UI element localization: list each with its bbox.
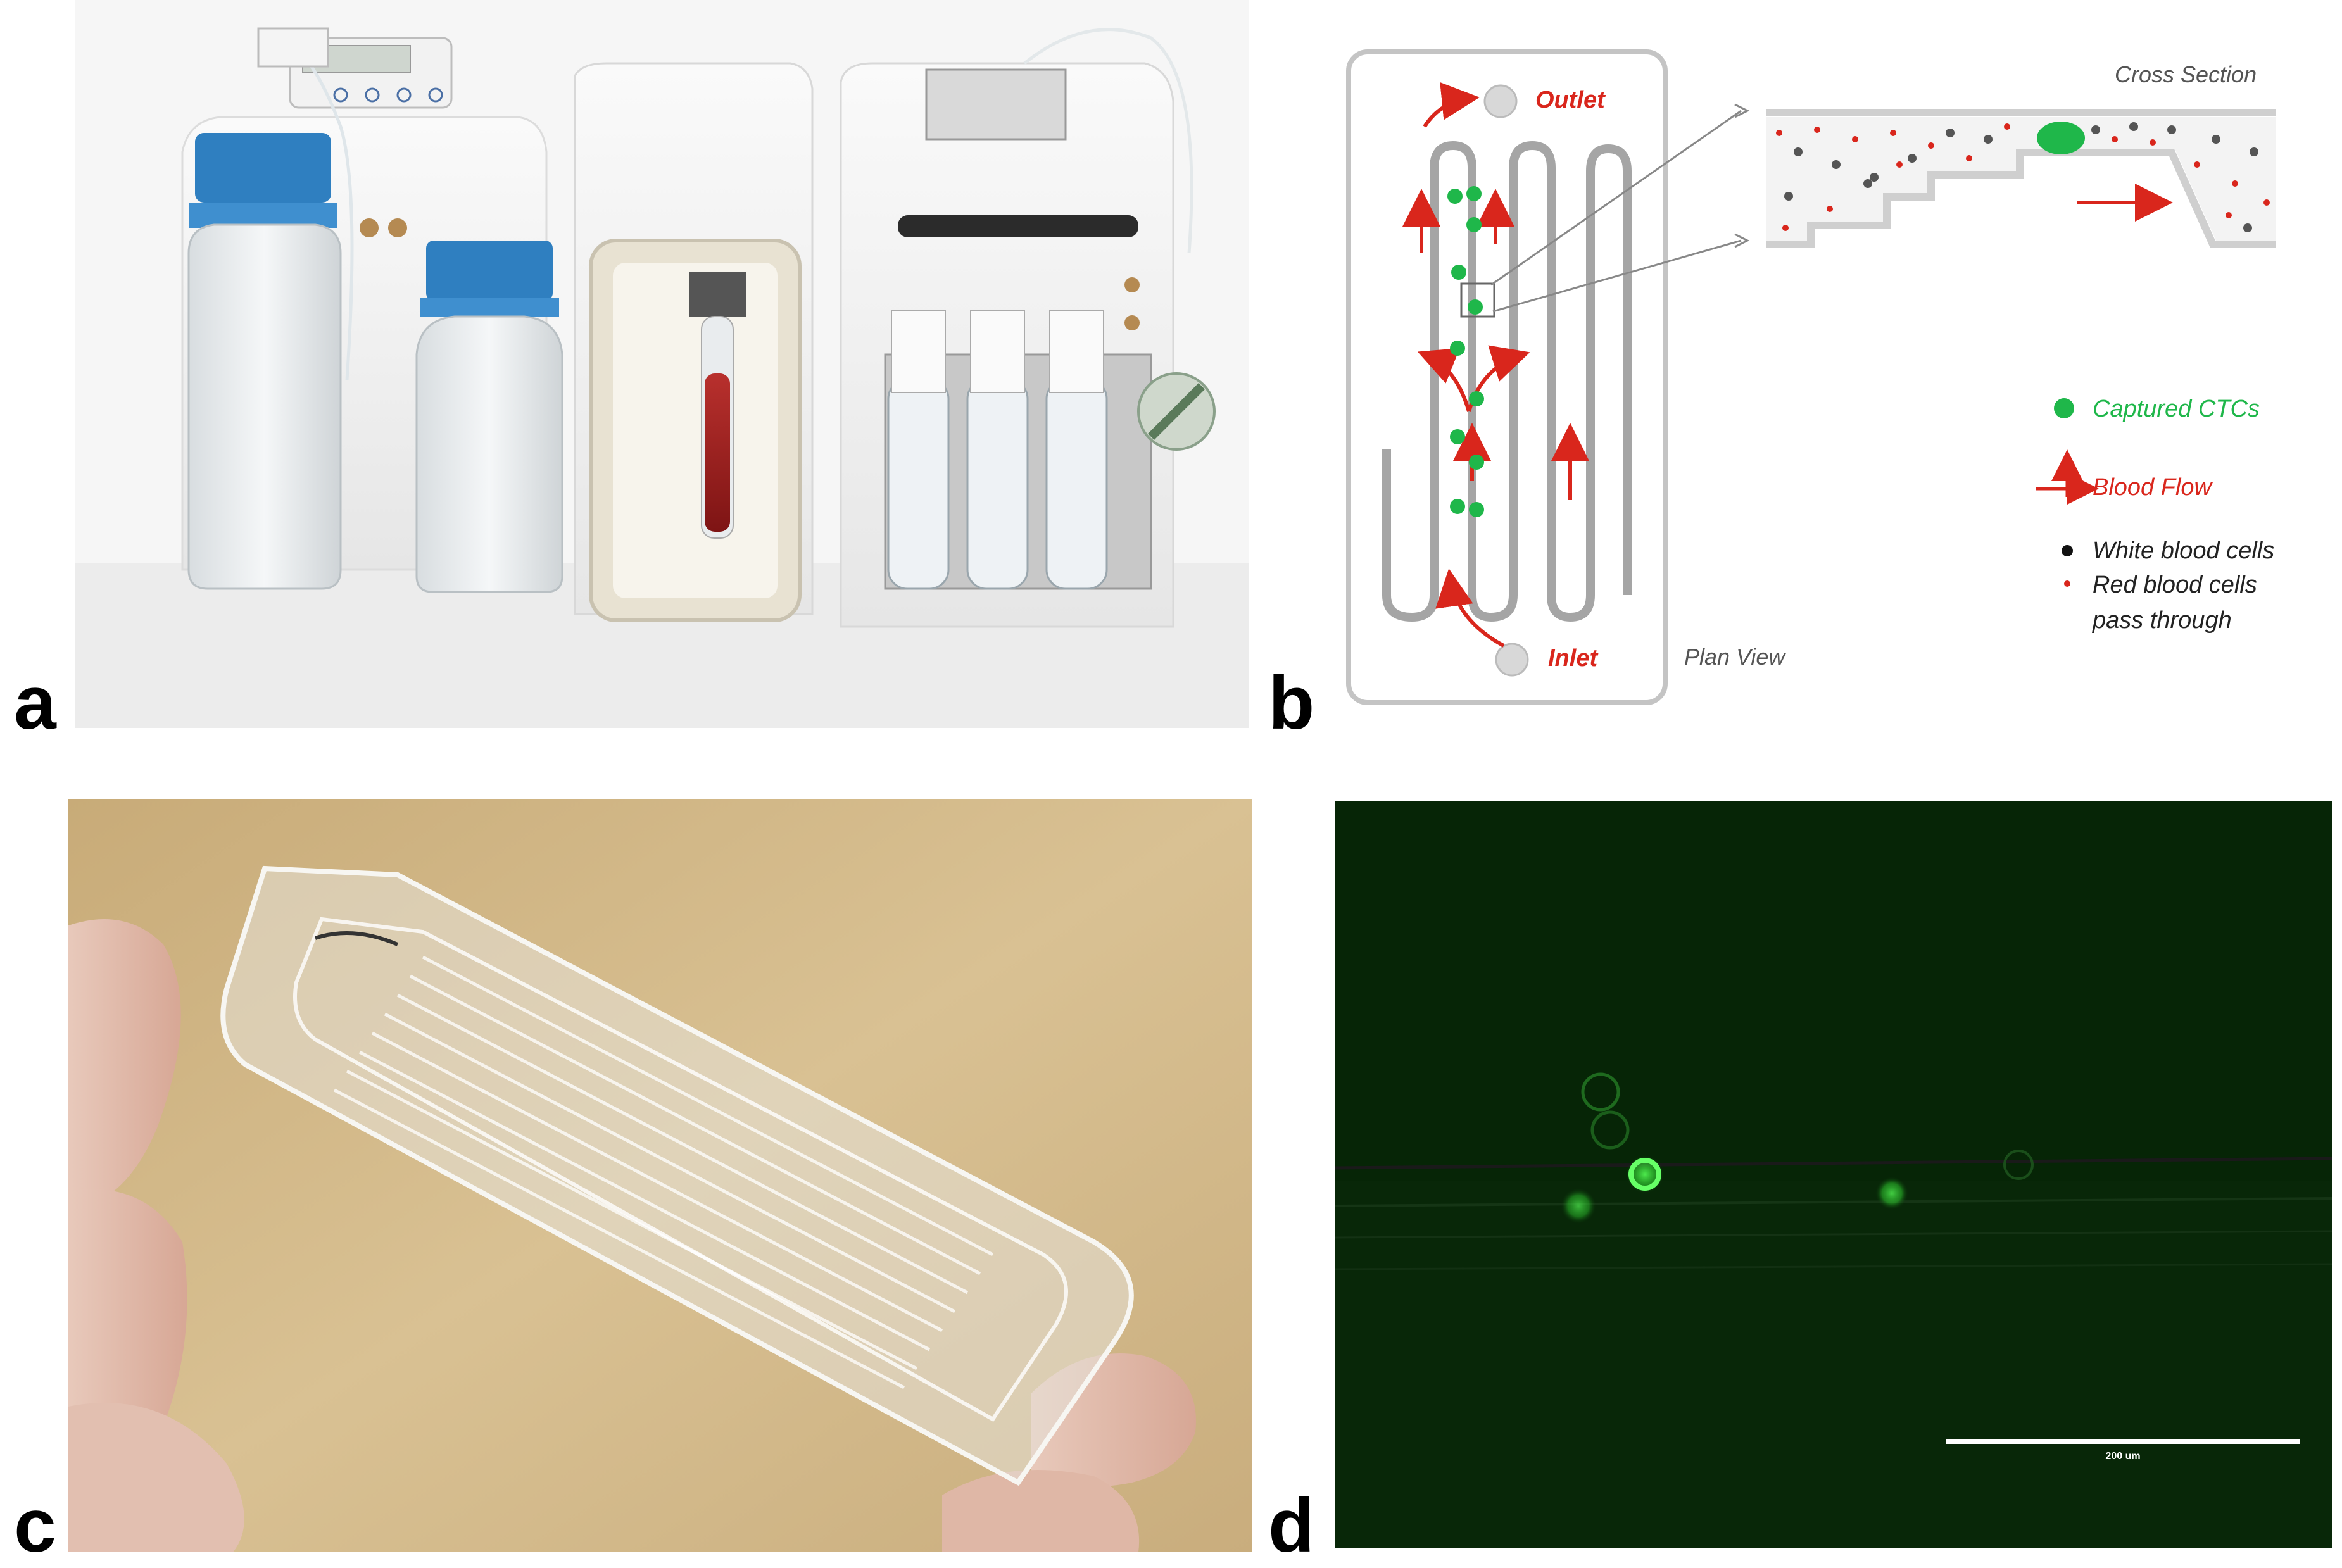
white-blood-cell bbox=[2212, 135, 2220, 144]
inlet-port bbox=[1495, 643, 1529, 677]
scale-bar bbox=[1946, 1439, 2300, 1444]
red-blood-cell bbox=[2112, 136, 2118, 142]
panel-label-d: d bbox=[1268, 1483, 1315, 1568]
ctc-cell bbox=[2037, 122, 2085, 154]
red-blood-cell bbox=[2226, 212, 2232, 218]
cross-section-channel bbox=[1766, 117, 2276, 241]
red-blood-cell bbox=[1852, 136, 1858, 142]
red-blood-cell bbox=[1896, 161, 1903, 168]
panel-label-b: b bbox=[1268, 660, 1315, 745]
legend-blood-flow: Blood Flow bbox=[2093, 474, 2213, 501]
chip-photo bbox=[68, 799, 1252, 1552]
white-blood-cell bbox=[2129, 122, 2138, 131]
legend-red-cells: Red blood cells bbox=[2093, 572, 2257, 598]
white-blood-cell bbox=[1984, 135, 1993, 144]
red-blood-cell bbox=[2263, 199, 2270, 206]
inlet-label: Inlet bbox=[1548, 645, 1598, 672]
plan-view-label: Plan View bbox=[1684, 644, 1786, 670]
instrument-photo bbox=[75, 0, 1249, 728]
red-blood-cell bbox=[1776, 130, 1782, 136]
outlet-label: Outlet bbox=[1535, 87, 1606, 113]
white-blood-cell bbox=[1870, 173, 1879, 182]
red-blood-cell bbox=[1890, 130, 1896, 136]
white-blood-cell bbox=[1946, 129, 1955, 137]
white-blood-cell bbox=[2091, 125, 2100, 134]
captured-ctc bbox=[1450, 341, 1465, 356]
red-blood-cell bbox=[1827, 206, 1833, 212]
zoom-box bbox=[1460, 282, 1495, 318]
white-blood-cell bbox=[1784, 192, 1793, 201]
white-blood-cell bbox=[1863, 179, 1872, 188]
outlet-port bbox=[1483, 84, 1518, 118]
red-blood-cell bbox=[2232, 180, 2238, 187]
captured-ctc bbox=[1447, 189, 1463, 204]
captured-ctc bbox=[1469, 455, 1484, 470]
captured-ctc bbox=[1450, 429, 1465, 444]
scale-bar-label: 200 um bbox=[2105, 1451, 2140, 1462]
white-blood-cell bbox=[2250, 147, 2258, 156]
device-schematic: Outlet Inlet Plan View Cross Section bbox=[1330, 38, 2342, 709]
captured-ctc bbox=[1468, 299, 1483, 315]
white-blood-cell bbox=[2167, 125, 2176, 134]
serpentine-channel bbox=[1382, 141, 1632, 622]
white-blood-cell bbox=[2243, 223, 2252, 232]
cross-section-cells bbox=[1776, 122, 2270, 232]
fluorescence-micrograph: 200 um bbox=[1335, 801, 2332, 1548]
captured-ctc bbox=[1469, 391, 1484, 406]
red-blood-cell bbox=[1814, 127, 1820, 133]
red-blood-cell bbox=[1966, 155, 1972, 161]
fluorescent-cell bbox=[1875, 1177, 1908, 1210]
captured-ctc bbox=[1469, 502, 1484, 517]
legend-red-dot bbox=[2064, 580, 2070, 587]
microfluidic-chip bbox=[220, 865, 1134, 1486]
inlet-flow-arrow bbox=[1435, 568, 1505, 648]
legend-pass-through: pass through bbox=[2092, 607, 2232, 634]
cross-section-title: Cross Section bbox=[2115, 61, 2257, 87]
red-blood-cell bbox=[2004, 123, 2010, 130]
outlet-flow-arrow bbox=[1423, 82, 1480, 128]
captured-ctc bbox=[1466, 186, 1482, 201]
legend-white-dot bbox=[2062, 545, 2073, 556]
red-blood-cell bbox=[1782, 225, 1789, 231]
white-blood-cell bbox=[1832, 160, 1841, 169]
red-blood-cell bbox=[1928, 142, 1934, 149]
captured-ctc bbox=[1450, 499, 1465, 514]
white-blood-cell bbox=[1794, 147, 1803, 156]
legend-white-cells: White blood cells bbox=[2093, 537, 2274, 564]
captured-ctc bbox=[1466, 217, 1482, 232]
captured-ctc bbox=[1451, 265, 1466, 280]
red-blood-cell bbox=[2194, 161, 2200, 168]
legend-captured-dot bbox=[2054, 398, 2074, 418]
white-blood-cell bbox=[1908, 154, 1917, 163]
panel-label-a: a bbox=[14, 660, 56, 745]
split-arrow-left bbox=[1417, 348, 1471, 412]
fluorescent-cell bbox=[1561, 1188, 1596, 1224]
legend-captured: Captured CTCs bbox=[2093, 396, 2260, 422]
panel-label-c: c bbox=[14, 1483, 56, 1568]
red-blood-cell bbox=[2150, 139, 2156, 146]
